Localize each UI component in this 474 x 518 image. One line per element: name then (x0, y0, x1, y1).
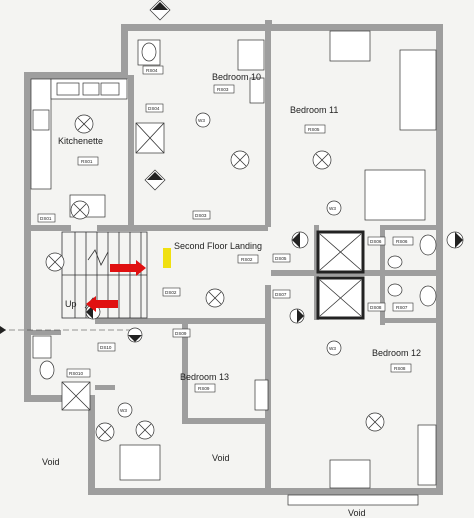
svg-text:DS09: DS09 (175, 331, 187, 336)
w3-marker-bedroom12: W3 (326, 340, 342, 356)
room-code-bedroom-13: RS09 (194, 383, 216, 393)
svg-text:DS06: DS06 (370, 239, 382, 244)
w3-marker-top: W3 (195, 112, 211, 128)
bedroom-13-label: Bedroom 13 (180, 372, 229, 382)
svg-text:RS01: RS01 (81, 159, 93, 164)
section-marker-e-left (85, 304, 101, 320)
door-ds10: DS10 (97, 342, 116, 352)
section-marker-bottom-right (289, 308, 305, 324)
section-marker-a-top (149, 0, 171, 21)
up-label: Up (65, 299, 77, 309)
detector-bedroom13 (135, 420, 155, 440)
section-marker-e-mid (127, 327, 143, 343)
door-ds01: DS01 (37, 213, 56, 223)
bedroom-11-fixtures (329, 30, 437, 221)
door-ds04: DS04 (145, 103, 164, 113)
svg-text:W3: W3 (120, 408, 127, 413)
landing-label: Second Floor Landing (174, 241, 262, 251)
kitchenette-label: Kitchenette (58, 136, 103, 146)
svg-text:DS07: DS07 (275, 292, 287, 297)
svg-text:RS08: RS08 (394, 366, 406, 371)
door-ds09: DS09 (172, 328, 191, 338)
svg-text:RS09: RS09 (198, 386, 210, 391)
detector-wc-left (95, 422, 115, 442)
room-code-ensuite-top: RS06 (392, 236, 414, 246)
bedroom-12-label: Bedroom 12 (372, 348, 421, 358)
ensuite-right-fixtures (316, 230, 437, 320)
detector-bedroom11 (312, 150, 332, 170)
svg-text:RS06: RS06 (396, 239, 408, 244)
detector-landing (205, 288, 225, 308)
w3-marker-left: W3 (117, 402, 133, 418)
svg-text:RS03: RS03 (217, 87, 229, 92)
section-marker-b-right (446, 231, 464, 249)
svg-text:W3: W3 (198, 118, 205, 123)
door-ds08: DS08 (367, 302, 386, 312)
detector-stair (45, 252, 65, 272)
w3-markers: W3 W3 W3 W3 (117, 112, 342, 418)
door-ds07: DS07 (272, 289, 291, 299)
section-marker-a-mid (144, 169, 166, 191)
svg-text:DS08: DS08 (370, 305, 382, 310)
w3-marker-ensuite: W3 (326, 200, 342, 216)
section-marker-b-left (291, 231, 309, 249)
bedroom-11-label: Bedroom 11 (290, 105, 338, 115)
section-line (0, 326, 130, 334)
bedroom-12-fixtures (287, 424, 437, 506)
room-code-wc-small: RS04 (142, 65, 164, 75)
section-markers (85, 0, 464, 343)
door-ds06: DS06 (367, 236, 386, 246)
void-middle-label: Void (212, 453, 230, 463)
wc-small-fixtures (135, 39, 165, 154)
svg-text:DS05: DS05 (275, 256, 287, 261)
door-codes: DS01 DS02 DS03 DS04 DS05 DS06 DS07 DS08 … (37, 103, 386, 352)
door-ds05: DS05 (272, 253, 291, 263)
detector-bedroom10 (230, 150, 250, 170)
room-code-ensuite-bottom: RS07 (392, 302, 414, 312)
room-code-wc-left: RS010 (66, 368, 91, 378)
svg-text:DS03: DS03 (195, 213, 207, 218)
red-arrow-upper (110, 260, 146, 276)
room-code-bedroom-11: RS05 (304, 124, 326, 134)
svg-text:RS07: RS07 (396, 305, 408, 310)
red-arrow-lower (86, 296, 118, 312)
bedroom-13-fixtures (32, 335, 269, 481)
bedroom-10-label: Bedroom 10 (212, 72, 261, 82)
room-code-bedroom-10: RS03 (213, 84, 235, 94)
door-ds02: DS02 (162, 287, 181, 297)
room-code-bedroom-12: RS08 (390, 363, 412, 373)
svg-text:RS010: RS010 (69, 371, 83, 376)
svg-text:DS04: DS04 (148, 106, 160, 111)
svg-text:DS01: DS01 (40, 216, 52, 221)
bedroom-10-fixtures (237, 39, 265, 104)
detector-kitchen (74, 114, 94, 134)
door-ds03: DS03 (192, 210, 211, 220)
room-code-landing: RS02 (237, 254, 259, 264)
smoke-detectors (45, 114, 385, 442)
svg-text:RS04: RS04 (146, 68, 158, 73)
svg-text:W3: W3 (329, 346, 336, 351)
void-left-label: Void (42, 457, 60, 467)
landing-marker (163, 248, 171, 268)
room-code-kitchenette: RS01 (77, 156, 99, 166)
red-arrows (86, 260, 146, 312)
detector-bedroom12 (365, 412, 385, 432)
svg-text:DS10: DS10 (100, 345, 112, 350)
svg-text:DS02: DS02 (165, 290, 177, 295)
svg-text:W3: W3 (329, 206, 336, 211)
detector-kitchen-lower (70, 200, 90, 220)
void-bottom-label: Void (348, 508, 366, 518)
svg-text:RS05: RS05 (308, 127, 320, 132)
svg-text:RS02: RS02 (241, 257, 253, 262)
